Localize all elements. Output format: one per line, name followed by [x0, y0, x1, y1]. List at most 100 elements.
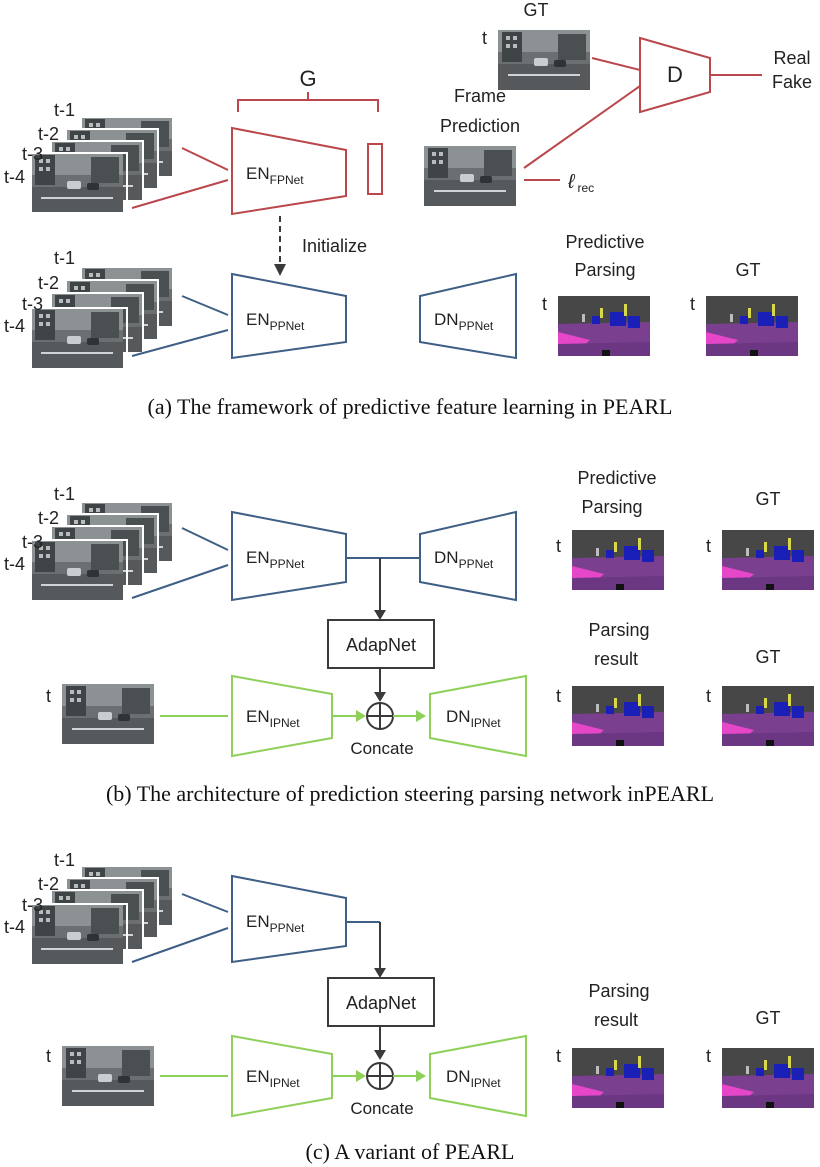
- gt-parsing-label: GT: [736, 260, 761, 280]
- caption-c: (c) A variant of PEARL: [306, 1139, 515, 1164]
- predictive-parsing-label-2: Parsing: [581, 497, 642, 517]
- gt-parsing-map: [722, 530, 814, 590]
- time-label-t-4: t-4: [4, 554, 25, 574]
- input-frame-thumb: [62, 1046, 154, 1106]
- gt-label: GT: [756, 489, 781, 509]
- time-label-t-3: t-3: [22, 532, 43, 552]
- real-label: Real: [773, 48, 810, 68]
- dn-ipnet-label: DNIPNet: [446, 1067, 501, 1090]
- time-label-t-1: t-1: [54, 100, 75, 120]
- time-label-t-2: t-2: [38, 508, 59, 528]
- dn-ppnet-decoder: [419, 272, 517, 360]
- panel-c: t-1 t-2 t-3 t-4 ENPPNet AdapNet t ENIPNe…: [4, 850, 814, 1164]
- time-label-t-1: t-1: [54, 850, 75, 870]
- frame-stack-a-top: t-1 t-2 t-3 t-4: [4, 100, 174, 214]
- en-fpnet-label: ENFPNet: [246, 164, 304, 187]
- time-label-t-1: t-1: [54, 484, 75, 504]
- predictive-parsing-label-1: Predictive: [565, 232, 644, 252]
- frame-stack-b: t-1 t-2 t-3 t-4: [4, 484, 174, 603]
- dn-ppnet-decoder: [419, 510, 517, 602]
- time-label-t-4: t-4: [4, 316, 25, 336]
- parsing-result-label-2: result: [594, 649, 638, 669]
- time-label-t-3: t-3: [22, 895, 43, 915]
- concate-label: Concate: [350, 739, 413, 758]
- frame-thumb: [31, 540, 123, 600]
- t-label: t: [706, 536, 711, 556]
- frame-thumb: [31, 904, 123, 964]
- time-label-t-4: t-4: [4, 917, 25, 937]
- frame-thumb: [31, 153, 123, 213]
- time-label-t-2: t-2: [38, 874, 59, 894]
- time-label-t-1: t-1: [54, 248, 75, 268]
- caption-a: (a) The framework of predictive feature …: [148, 394, 673, 419]
- en-ipnet-label: ENIPNet: [246, 1067, 300, 1090]
- gt2-parsing-map: [722, 686, 814, 746]
- adapnet-label: AdapNet: [346, 993, 416, 1013]
- input-frame-thumb: [62, 684, 154, 744]
- frame-stack-a-bottom: t-1 t-2 t-3 t-4: [4, 248, 174, 375]
- en-ppnet-encoder: [231, 272, 347, 360]
- adapnet-label: AdapNet: [346, 635, 416, 655]
- t-label: t: [542, 294, 547, 314]
- frame-stack-c: t-1 t-2 t-3 t-4: [4, 850, 174, 967]
- t-label: t: [706, 1046, 711, 1066]
- predicted-frame-thumb: [424, 146, 516, 206]
- en-ppnet-label: ENPPNet: [246, 548, 305, 571]
- en-ipnet-encoder: [231, 674, 333, 758]
- parsing-result-label-1: Parsing: [588, 620, 649, 640]
- dn-ppnet-label: DNPPNet: [434, 310, 494, 333]
- caption-b: (b) The architecture of prediction steer…: [106, 781, 714, 806]
- gt-parsing-map: [706, 296, 798, 356]
- time-label-t-3: t-3: [22, 144, 43, 164]
- t-label: t: [46, 1046, 51, 1066]
- frame-thumb: [31, 308, 123, 368]
- t-label: t: [556, 686, 561, 706]
- frame-prediction-label-1: Frame: [454, 86, 506, 106]
- en-ppnet-encoder: [231, 510, 347, 602]
- en-ppnet-label: ENPPNet: [246, 912, 305, 935]
- predictive-parsing-label-1: Predictive: [577, 468, 656, 488]
- initialize-label: Initialize: [302, 236, 367, 256]
- en-ipnet-encoder: [231, 1034, 333, 1118]
- discriminator: [639, 36, 711, 114]
- en-ppnet-encoder: [231, 874, 347, 964]
- parsing-result-label-2: result: [594, 1010, 638, 1030]
- time-label-t-2: t-2: [38, 124, 59, 144]
- dn-ipnet-label: DNIPNet: [446, 707, 501, 730]
- t-label: t: [706, 686, 711, 706]
- en-fpnet-encoder: [231, 126, 347, 216]
- frame-prediction-label-2: Prediction: [440, 116, 520, 136]
- gt-label-top: GT: [524, 0, 549, 20]
- discriminator-label: D: [667, 62, 683, 87]
- adapnet-block: [327, 977, 435, 1027]
- gt2-label: GT: [756, 647, 781, 667]
- dn-ipnet-decoder: [429, 1034, 527, 1118]
- t-label: t: [556, 1046, 561, 1066]
- dn-ipnet-decoder: [429, 674, 527, 758]
- predictive-parsing-label-2: Parsing: [574, 260, 635, 280]
- t-label: t: [556, 536, 561, 556]
- generator-label: G: [299, 66, 316, 91]
- t-label: t: [46, 686, 51, 706]
- panel-a: t-1 t-2 t-3 t-4 G ENFPNet GT t Frame Pre…: [4, 0, 812, 419]
- panel-b: t-1 t-2 t-3 t-4 ENPPNet DNPPNet AdapNet …: [4, 468, 814, 806]
- time-label-t-4: t-4: [4, 167, 25, 187]
- gt-frame-thumb: [498, 30, 590, 90]
- gt-parsing-map: [722, 1048, 814, 1108]
- gt-label: GT: [756, 1008, 781, 1028]
- parsing-result-map: [572, 686, 664, 746]
- parsing-result-map: [572, 1048, 664, 1108]
- generator-bracket: [237, 99, 379, 112]
- predictive-parsing-map: [558, 296, 650, 356]
- en-ppnet-label: ENPPNet: [246, 310, 305, 333]
- en-ipnet-label: ENIPNet: [246, 707, 300, 730]
- concate-label: Concate: [350, 1099, 413, 1118]
- parsing-result-label-1: Parsing: [588, 981, 649, 1001]
- latent-bar: [367, 143, 383, 195]
- adapnet-block: [327, 619, 435, 669]
- time-label-t-3: t-3: [22, 294, 43, 314]
- t-label: t: [690, 294, 695, 314]
- dn-ppnet-label: DNPPNet: [434, 548, 494, 571]
